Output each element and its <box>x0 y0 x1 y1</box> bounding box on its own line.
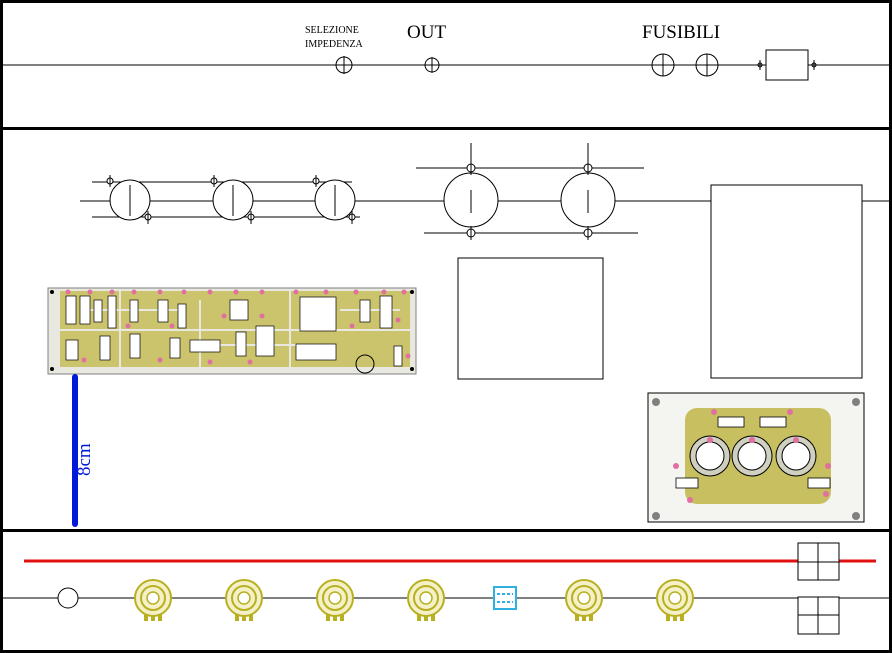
impedance-label-line2: IMPEDENZA <box>305 39 363 50</box>
impedance-label-line1: SELEZIONE <box>305 25 359 36</box>
out-socket-icon <box>424 57 440 73</box>
filter-capacitor-icon <box>731 435 773 477</box>
dimension-label: 8cm <box>74 443 95 476</box>
output-transformer <box>457 257 604 380</box>
input-jack-icon <box>57 587 79 609</box>
power-tube-socket-icon <box>560 143 616 240</box>
filter-capacitor-icon <box>775 435 817 477</box>
potentiometer-icon <box>225 579 263 621</box>
potentiometer-icon <box>407 579 445 621</box>
potentiometer-icon <box>565 579 603 621</box>
switch-icon <box>493 586 517 610</box>
potentiometer-icon <box>656 579 694 621</box>
pots-group <box>134 579 694 621</box>
tube-socket-icon <box>106 175 152 224</box>
impedance-selector-icon <box>335 56 353 74</box>
preamp-pcb <box>47 287 417 375</box>
out-label: OUT <box>407 22 447 43</box>
filter-capacitor-icon <box>689 435 731 477</box>
potentiometer-icon <box>316 579 354 621</box>
psu-pcb <box>647 392 865 523</box>
power-tube-socket-icon <box>443 143 499 240</box>
tube-socket-icon <box>210 175 255 224</box>
impedance-selector-label: SELEZIONE IMPEDENZA <box>305 24 363 52</box>
tube-socket-icon <box>312 175 356 224</box>
fuse-block-icon <box>797 542 840 581</box>
fuse-holder-icon <box>651 53 675 77</box>
fuse-holder-icon <box>695 53 719 77</box>
fuses-label: FUSIBILI <box>642 22 721 43</box>
mains-socket-icon <box>757 49 817 81</box>
fuse-block-icon <box>797 596 840 635</box>
potentiometer-icon <box>134 579 172 621</box>
power-transformer <box>710 184 863 379</box>
